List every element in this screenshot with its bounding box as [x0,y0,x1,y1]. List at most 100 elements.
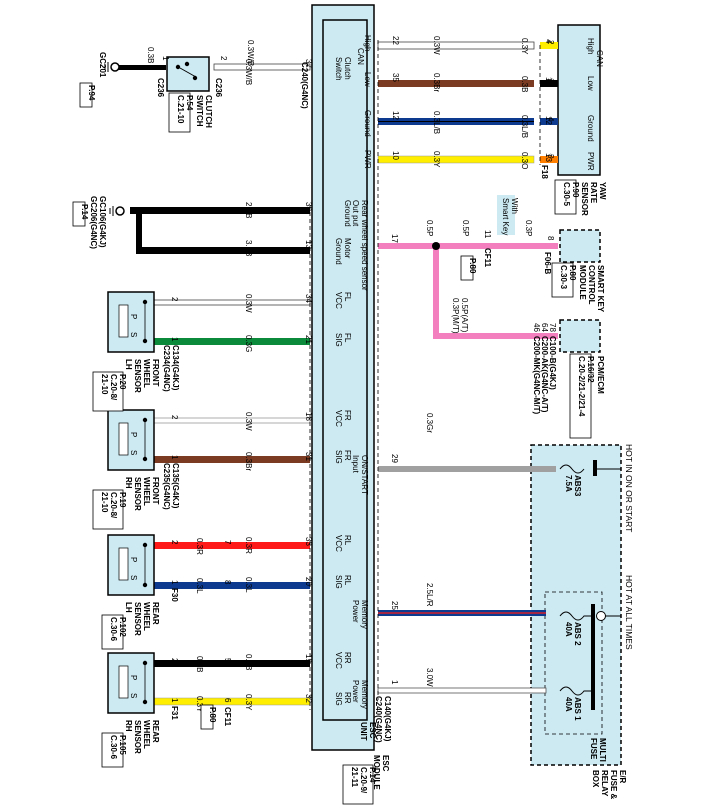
rear-wheel-lh-ref: P.102 [118,617,127,637]
rear-wheel-lh-label: SENSOR [133,602,142,636]
wire-size-label: 0.3B [195,656,204,672]
fuse-box-label: FUSE & [609,770,618,800]
esc-pin-label: Ground [334,238,343,265]
smart-key-ref-box [551,262,574,298]
fuse-label: 40A [564,622,573,637]
smart-key-ref: P.80 [568,265,577,281]
esc-pin-label: Memory [360,600,369,629]
front-wheel-lh-ref: C.20-8/ [109,374,118,401]
wire-ground-yaw [540,118,558,125]
multi-fuse-label: FUSE [589,738,598,760]
fuse-label: 7.5A [564,475,573,492]
rear-wheel-lh-label: REAR [151,602,160,625]
fuse-box-label: E/R [618,770,627,784]
rear-wheel-rh-label: WHEEL [142,720,151,749]
esc-unit-label: ESC [368,722,377,739]
yaw-rate-sensor-label: RATE [589,182,598,204]
esc-pin-number: 10 [391,151,400,160]
esc-ref: C.20-9/ [359,767,368,794]
wire-size-label: 0.3R [244,537,253,554]
front-wheel-lh-p-label: P [129,314,138,319]
esc-connector-label: C140(G4KJ) [383,696,392,742]
esc-pin-label: ON/START [360,455,369,495]
cf11-pin: 11 [483,230,492,239]
esc-pin-label: VCC [334,292,343,309]
esc-pin-number: 22 [391,36,400,45]
esc-pin-label: PWR [363,150,372,169]
ground-label: GC206(G4NC) [89,196,98,249]
wire-size-label: 0.3L/B [520,115,529,138]
yaw-pin-number: 4 [546,117,555,122]
clutch-pin: 2 [219,56,228,61]
yaw-rate-sensor-label: SENSOR [580,182,589,216]
esc-pin-label: SIG [334,692,343,706]
front-wheel-lh-label: SENSOR [133,359,142,393]
pcm-ref-box [569,353,592,439]
rear-wheel-rh-s-label: S [129,693,138,698]
wire-size-label: 0.3O [520,152,529,169]
wire-fr-sig [154,456,310,463]
smart-key-module-label: MODULE [578,265,587,300]
pcm-connector: C200-MK(G4NC-M/T) [532,336,541,415]
esc-pin-number: 17 [390,234,399,243]
cf11-label: CF11 [483,248,492,268]
rear-wheel-lh-mid-pin: 8 [223,580,232,585]
yaw-pin-label: Ground [586,115,595,142]
fuse-abs1-icon [559,686,591,696]
yaw-pin-label: Low [586,76,595,91]
ground-gc201-icon [110,62,120,72]
wire-size-label: 2.5B [244,202,253,218]
pcm-ref: P.16/32 [586,356,595,383]
esc-pin-number: 38 [304,202,313,211]
wire-size-label: 0.3W/B [244,59,253,85]
wire-clutch-ground [118,65,166,70]
rear-wheel-lh-pin: 1 [170,580,179,585]
rear-wheel-rh-ref: P.105 [118,735,127,755]
esc-pin-label: Low [363,72,372,87]
wire-can-low-esc [378,80,534,87]
wire-pwr-yaw [540,156,558,163]
front-wheel-lh-ref: 21-10 [100,374,109,395]
splice-icon [432,242,440,250]
wire-on-start [378,466,556,472]
esc-pin-label: SIG [334,450,343,464]
pcm-ecm-box [559,319,601,353]
cf11-ref: P.80 [468,258,477,274]
cf11-ref-box [460,255,474,281]
esc-pin-number: 34 [304,294,313,303]
esc-pin-number: 31 [304,452,313,461]
esc-ref-box [342,764,374,805]
yaw-can-label: CAN [595,50,604,67]
esc-ref: 21-11 [350,767,359,788]
front-wheel-lh-label: LH [124,359,133,370]
esc-connector-label: C240(G4NC) [300,62,309,109]
front-wheel-lh-ref: P.20 [118,374,127,390]
with-smart-key-note [497,195,515,235]
wire-size-label: 0.5P [461,220,470,236]
esc-pin-number: 25 [390,601,399,610]
front-wheel-rh-p-label: P [129,432,138,437]
esc-pin-number: 21 [304,335,313,344]
fuse-supply-icon [596,611,606,621]
yaw-pin-number: 3 [546,154,555,159]
rear-wheel-lh-mid-pin: 7 [223,540,232,545]
wire-memory-power-1 [377,687,547,694]
fuse-label: ABS 1 [573,697,582,721]
esc-pin-label: High [363,35,372,51]
ground-ref-box [79,82,93,108]
front-wheel-lh-pin: 2 [170,297,179,302]
mid-pin-number: 14 [544,77,553,86]
rear-wheel-rh-ref: C.30-6 [109,735,118,760]
wire-can-high-esc [377,41,535,50]
yaw-rate-sensor-label: YAW [598,182,607,200]
esc-pin-label: Memory [360,680,369,709]
front-wheel-lh-label: FRONT [151,359,160,387]
esc-pin-label: FL [343,292,352,302]
fuse-abs2-icon [559,611,591,621]
rear-wheel-lh-connector: F30 [170,588,179,602]
cf11-label: CF11 [223,707,232,727]
rear-wheel-lh-ref-box [101,614,124,650]
esc-pin-label: RR [343,692,352,704]
yaw-pin-label: High [586,38,595,54]
